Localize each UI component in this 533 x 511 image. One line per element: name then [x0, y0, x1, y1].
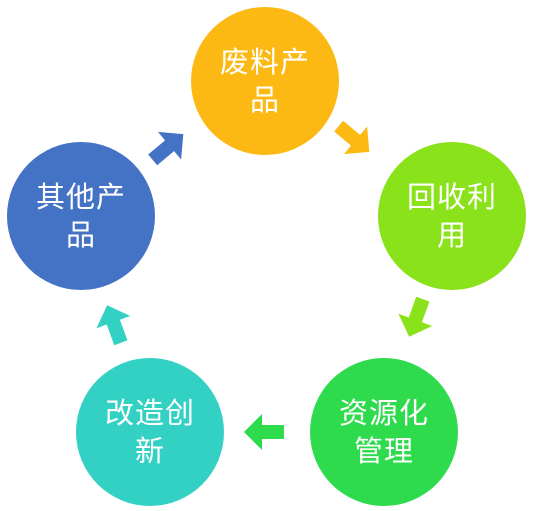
arrow-shape: [398, 296, 433, 337]
arrow-icon-management-to-innovation: [240, 408, 288, 456]
arrow-icon-waste-to-recycling: [330, 115, 378, 163]
arrow-shape: [334, 120, 370, 155]
node-label-recycling: 回收利用: [406, 180, 497, 252]
arrow-shape: [244, 414, 284, 450]
arrow-icon-recycling-to-management: [392, 294, 440, 342]
node-label-resource-management: 资源化管理: [338, 396, 429, 468]
arrow-up-icon: [96, 305, 131, 346]
node-other-products: 其他产品: [7, 142, 155, 290]
arrow-down-icon: [398, 296, 433, 337]
node-label-innovation: 改造创新: [104, 396, 195, 468]
arrow-icon-other-to-waste: [144, 123, 192, 171]
node-waste-products: 废料产品: [191, 7, 339, 155]
arrow-down-right-icon: [334, 120, 370, 155]
arrow-left-icon: [244, 414, 284, 450]
node-innovation: 改造创新: [76, 358, 224, 506]
node-resource-management: 资源化管理: [310, 358, 458, 506]
arrow-up-right-icon: [148, 131, 184, 166]
node-recycling: 回收利用: [378, 142, 526, 290]
node-label-other-products: 其他产品: [35, 180, 126, 252]
arrow-shape: [148, 131, 184, 166]
node-label-waste-products: 废料产品: [219, 45, 310, 117]
arrow-shape: [96, 305, 131, 346]
arrow-icon-innovation-to-other: [90, 300, 138, 348]
